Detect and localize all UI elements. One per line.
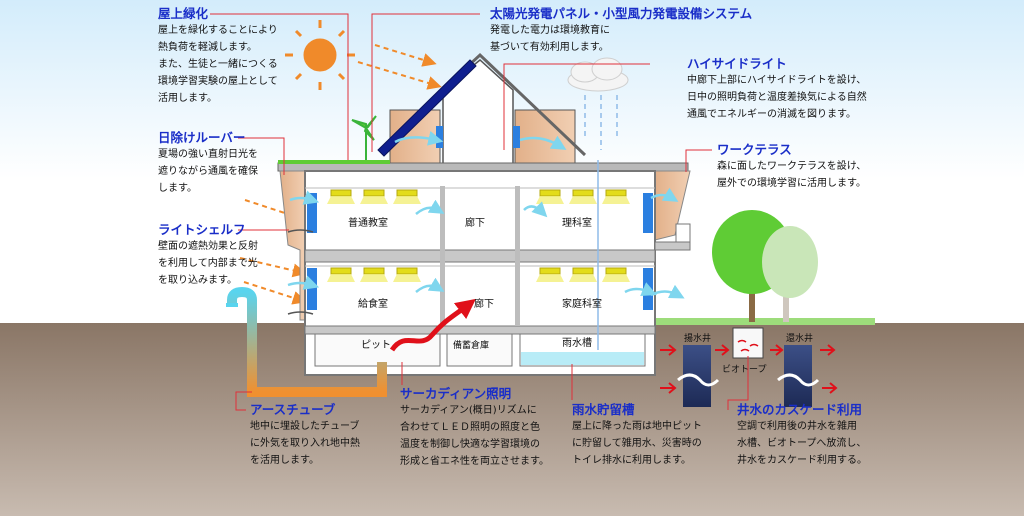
wells: [660, 327, 838, 407]
earth-tube: [227, 286, 387, 397]
circadian-arrow: [389, 298, 476, 352]
annotation-body: 夏場の強い直射日光を 遮りながら通風を確保 します。: [158, 149, 258, 194]
annotation-body: 屋上を緑化することにより 熱負荷を軽減します。 また、生徒と一緒につくる 環境学…: [158, 25, 278, 104]
rain: [584, 95, 618, 150]
leader-lines: [210, 13, 749, 411]
annotation-body: 地中に埋設したチューブ に外気を取り入れ地中熱 を活用します。: [250, 421, 360, 466]
room-home-ec: 家庭科室: [562, 297, 602, 310]
annotation-terrace: ワークテラス 森に面したワークテラスを設け、 屋外での環境学習に活用します。: [717, 142, 866, 192]
annotation-title: ライトシェルフ: [158, 222, 246, 237]
annotation-cascade: 井水のカスケード利用 空調で利用後の井水を雑用 水槽、ビオトープへ放流し、 井水…: [737, 402, 867, 469]
annotation-louver: 日除けルーバー 夏場の強い直射日光を 遮りながら通風を確保 します。: [158, 130, 258, 197]
lawn: [655, 318, 875, 325]
annotation-solar: 太陽光発電パネル・小型風力発電設備システム 発電した電力は環境教育に 基づいて有…: [490, 6, 752, 56]
annotation-circadian: サーカディアン照明 サーカディアン(概日)リズムに 合わせてＬＥＤ照明の照度と色…: [400, 386, 549, 470]
annotation-body: 森に面したワークテラスを設け、 屋外での環境学習に活用します。: [717, 161, 867, 189]
annotation-highside: ハイサイドライト 中廊下上部にハイサイドライトを設け、 日中の照明負荷と温度差換…: [687, 56, 867, 123]
building: [277, 52, 691, 376]
annotation-title: 井水のカスケード利用: [737, 402, 863, 417]
annotation-lightshelf: ライトシェルフ 壁面の遮熱効果と反射 を利用して内部まで光 を取り込みます。: [158, 222, 258, 289]
annotation-title: サーカディアン照明: [400, 386, 512, 401]
annotation-body: サーカディアン(概日)リズムに 合わせてＬＥＤ照明の照度と色 温度を制御し快適な…: [400, 405, 549, 467]
annotation-body: 空調で利用後の井水を雑用 水槽、ビオトープへ放流し、 井水をカスケード利用する。: [737, 421, 867, 466]
room-corridor-lower: 廊下: [474, 297, 494, 310]
annotation-title: ワークテラス: [717, 142, 792, 157]
annotation-title: 日除けルーバー: [158, 130, 246, 145]
room-science: 理科室: [562, 216, 592, 229]
annotation-roof-green: 屋上緑化 屋上を緑化することにより 熱負荷を軽減します。 また、生徒と一緒につく…: [158, 6, 278, 107]
annotation-body: 壁面の遮熱効果と反射 を利用して内部まで光 を取り込みます。: [158, 241, 258, 286]
pump-well-label: 揚水井: [684, 332, 711, 344]
room-storage: 備蓄倉庫: [453, 339, 489, 351]
solar-panel: [377, 59, 477, 157]
annotation-body: 中廊下上部にハイサイドライトを設け、 日中の照明負荷と温度差換気による自然 通風…: [687, 75, 867, 120]
room-classroom: 普通教室: [348, 216, 388, 229]
annotation-body: 発電した電力は環境教育に 基づいて有効利用します。: [490, 25, 610, 53]
biotope-label: ビオトープ: [722, 364, 766, 375]
led-lights: [327, 189, 630, 282]
return-well-label: 還水井: [786, 332, 813, 344]
annotation-title: アースチューブ: [250, 402, 336, 417]
rain-tank-water: [521, 352, 644, 365]
annotation-body: 屋上に降った雨は地中ピット に貯留して雑用水、災害時の トイレ排水に利用します。: [572, 421, 702, 466]
annotation-title: ハイサイドライト: [687, 56, 787, 71]
annotation-earthtube: アースチューブ 地中に埋設したチューブ に外気を取り入れ地中熱 を活用します。: [250, 402, 360, 469]
airflow-arrows: [287, 131, 685, 299]
room-pit: ピット: [361, 339, 391, 351]
room-rain-tank: 雨水槽: [562, 336, 592, 349]
room-lunch: 給食室: [358, 297, 388, 310]
tree-icon: [712, 210, 818, 322]
annotation-title: 屋上緑化: [158, 6, 209, 21]
room-corridor-upper: 廊下: [465, 216, 485, 229]
annotation-title: 太陽光発電パネル・小型風力発電設備システム: [490, 6, 753, 21]
annotation-title: 雨水貯留槽: [572, 402, 635, 417]
annotation-rainwater: 雨水貯留槽 屋上に降った雨は地中ピット に貯留して雑用水、災害時の トイレ排水に…: [572, 402, 702, 469]
